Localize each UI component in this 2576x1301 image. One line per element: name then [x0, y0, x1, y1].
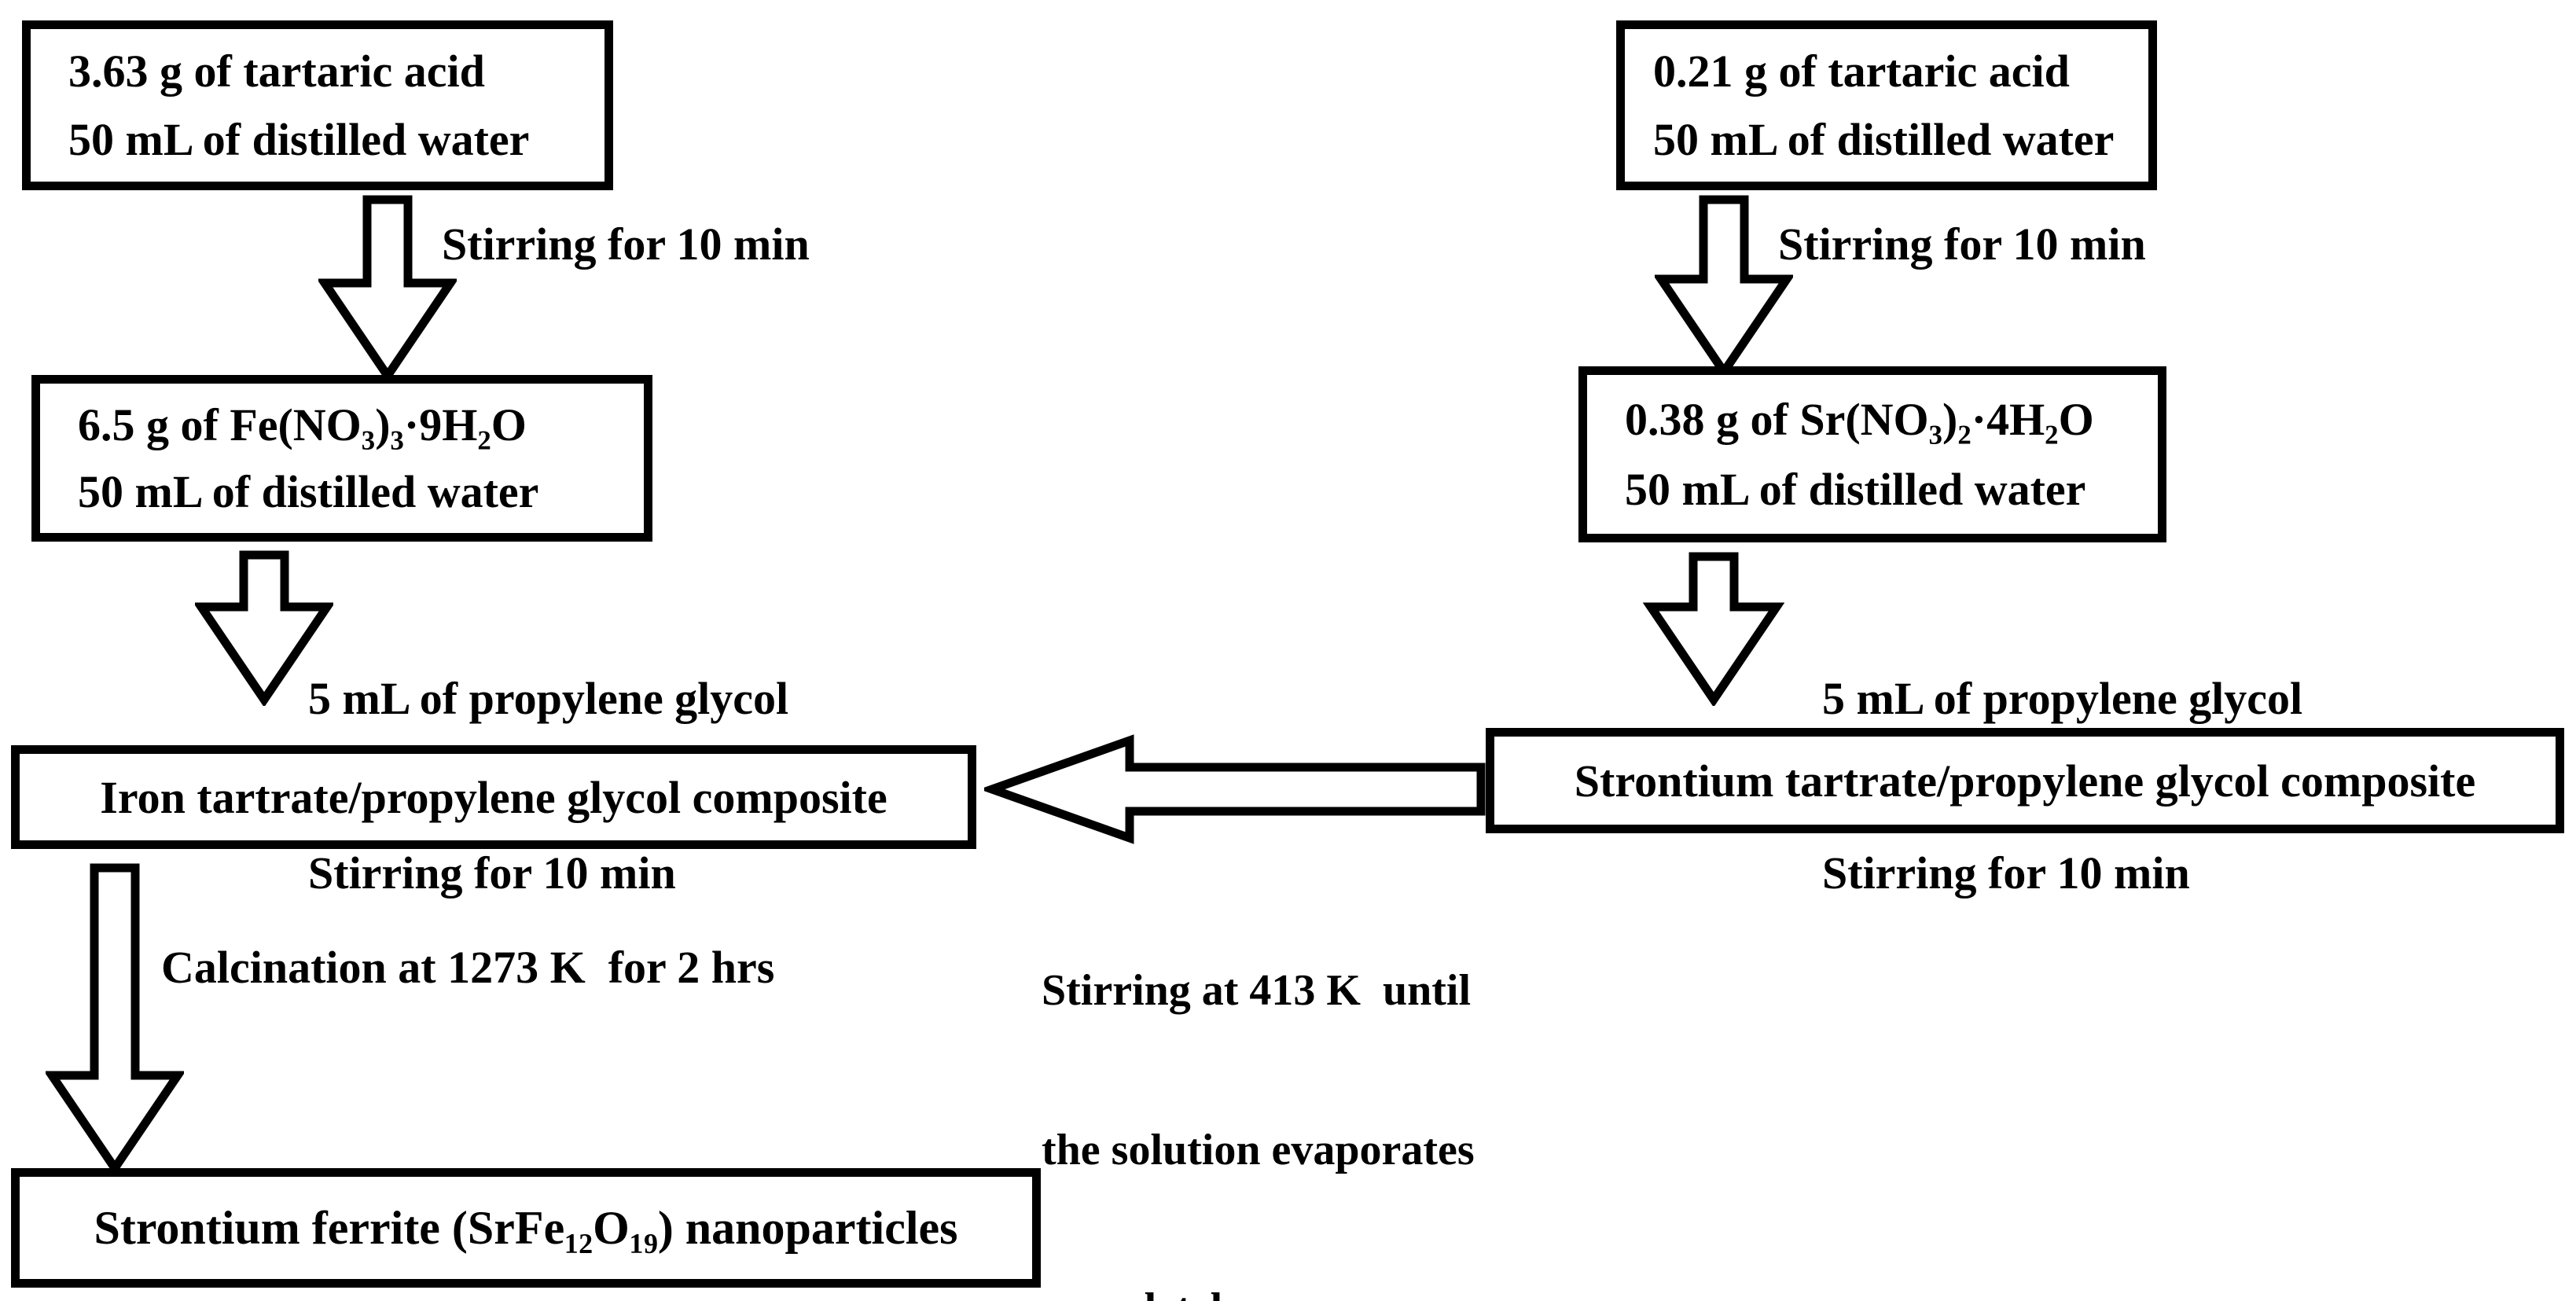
strontium-nitrate-box: 0.38 g of Sr(NO₃)₂·4H₂O 50 mL of distill… — [1578, 366, 2166, 542]
label-line: the solution evaporates — [1042, 1125, 1475, 1174]
right-step2-label: 5 mL of propylene glycol Stirring for 10… — [1822, 560, 2302, 1013]
product-box: Strontium ferrite (SrFe₁₂O₁₉) nanopartic… — [11, 1168, 1041, 1288]
iron-composite-box: Iron tartrate/propylene glycol composite — [11, 745, 976, 849]
calcination-down-arrow-icon — [46, 863, 184, 1174]
box-line: 0.21 g of tartaric acid — [1653, 46, 2070, 97]
label-line: completely — [1042, 1280, 1475, 1301]
box-line: 6.5 g of Fe(NO₃)₃·9H₂O — [78, 399, 527, 450]
left-step2-label: 5 mL of propylene glycol Stirring for 10… — [308, 560, 788, 1013]
strontium-composite-box: Strontium tartrate/propylene glycol comp… — [1486, 728, 2564, 833]
box-line: 3.63 g of tartaric acid — [68, 46, 485, 97]
tartaric-acid-box-right: 0.21 g of tartaric acid 50 mL of distill… — [1616, 20, 2157, 190]
box-line: 50 mL of distilled water — [1625, 464, 2086, 516]
box-line: 50 mL of distilled water — [68, 114, 530, 165]
box-line: 0.38 g of Sr(NO₃)₂·4H₂O — [1625, 393, 2094, 445]
label-line: Stirring at 413 K until — [1042, 965, 1472, 1015]
iron-nitrate-box: 6.5 g of Fe(NO₃)₃·9H₂O 50 mL of distille… — [31, 375, 652, 542]
calcination-label: Calcination at 1273 K for 2 hrs — [161, 942, 775, 993]
label-line: Stirring for 10 min — [308, 847, 676, 899]
left-step1-label: Stirring for 10 min — [442, 219, 810, 270]
label-line: 5 mL of propylene glycol — [308, 673, 789, 725]
left-step2-down-arrow-icon — [195, 550, 333, 706]
merge-step-label: Stirring at 413 K until the solution eva… — [1042, 860, 1475, 1301]
box-line: Strontium tartrate/propylene glycol comp… — [1574, 755, 2476, 807]
box-line: Strontium ferrite (SrFe₁₂O₁₉) nanopartic… — [94, 1201, 958, 1254]
label-line: Stirring for 10 min — [1822, 847, 2190, 899]
right-step2-down-arrow-icon — [1643, 552, 1784, 706]
label-line: 5 mL of propylene glycol — [1822, 673, 2303, 725]
right-step1-down-arrow-icon — [1655, 195, 1793, 378]
tartaric-acid-box-left: 3.63 g of tartaric acid 50 mL of distill… — [22, 20, 613, 190]
box-line: 50 mL of distilled water — [1653, 114, 2115, 165]
left-step1-down-arrow-icon — [318, 195, 457, 382]
box-line: 50 mL of distilled water — [78, 466, 539, 518]
right-step1-label: Stirring for 10 min — [1778, 219, 2146, 270]
box-line: Iron tartrate/propylene glycol composite — [100, 771, 887, 823]
merge-left-arrow-icon — [984, 734, 1486, 844]
